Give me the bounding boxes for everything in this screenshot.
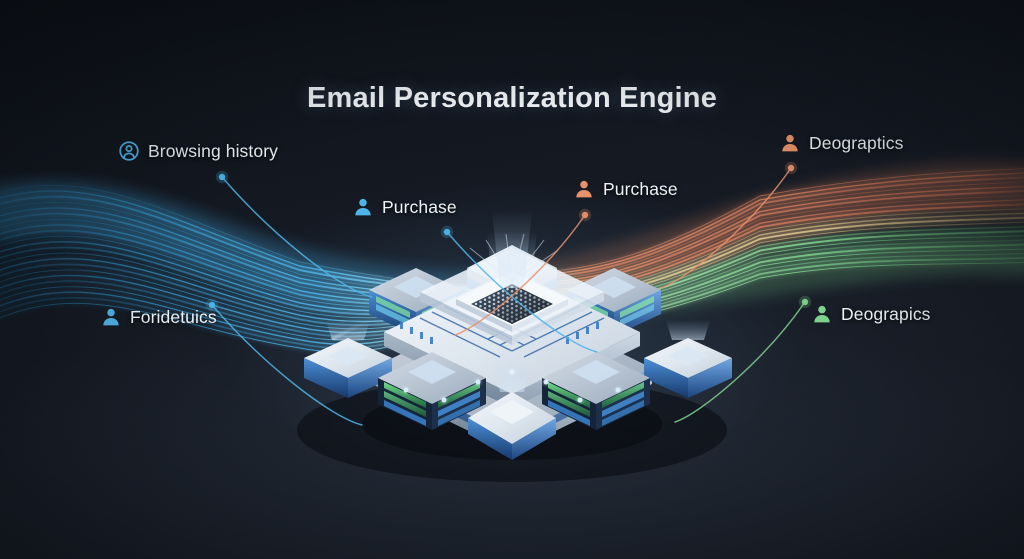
page-title: Email Personalization Engine <box>306 82 718 114</box>
person-icon <box>355 198 371 216</box>
label-text: Deograpics <box>841 303 931 324</box>
data-source-label-purchase-right[interactable]: Purchase <box>573 178 678 200</box>
data-source-label-purchase-left[interactable]: Purchase <box>352 196 457 218</box>
person-icon <box>576 180 592 198</box>
label-text: Browsing history <box>148 140 278 161</box>
data-source-label-browsing-history[interactable]: Browsing history <box>118 140 278 162</box>
label-text: Foridetuics <box>130 306 217 327</box>
person-icon <box>103 308 119 326</box>
data-source-label-demographics-top-right[interactable]: Deograptics <box>779 132 903 154</box>
person-icon <box>814 305 830 323</box>
label-text: Purchase <box>603 178 678 199</box>
label-text: Purchase <box>382 196 457 217</box>
person-circle-icon <box>119 141 139 161</box>
person-icon <box>782 134 798 152</box>
data-source-label-profile-bottom-left[interactable]: Foridetuics <box>100 306 217 328</box>
label-text: Deograptics <box>809 132 904 153</box>
data-source-label-demographics-bottom-right[interactable]: Deograpics <box>811 303 931 325</box>
